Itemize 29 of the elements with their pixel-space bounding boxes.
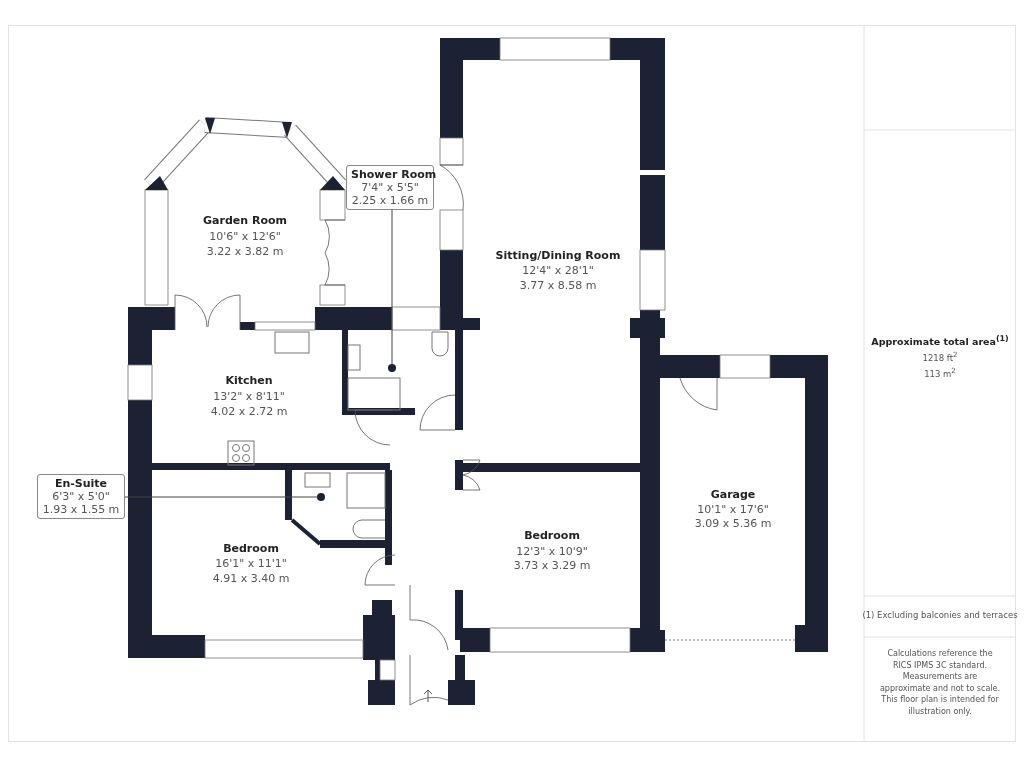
room-dimensions: 12'3" x 10'9" [516, 545, 588, 558]
leader-dot [388, 364, 396, 372]
room-name: Garage [710, 488, 756, 501]
room-dimensions: 3.09 x 5.36 m [694, 517, 772, 530]
room-name: Bedroom [524, 529, 580, 542]
room-name: Garden Room [203, 214, 287, 227]
room-dimensions: 4.91 x 3.40 m [212, 572, 290, 585]
leader-line [124, 496, 318, 498]
room-dimensions: 3.77 x 8.58 m [519, 279, 597, 292]
area-heading: Approximate total area$^{(1)}$ [871, 334, 1009, 348]
leader-line [391, 209, 393, 365]
room-dimensions: 16'1" x 11'1" [215, 557, 287, 570]
room-name: Bedroom [223, 542, 279, 555]
room-name: Sitting/Dining Room [495, 249, 621, 262]
footnote: (1) Excluding balconies and terraces [862, 610, 1018, 620]
area-value: 113 m$^{2}$ [924, 366, 956, 379]
leader-dot [317, 493, 325, 501]
disclaimer-note: Calculations reference the RICS IPMS 3C standard. Measurements are approximate and not to scale. This floor plan is intended for illustration only. [878, 648, 1001, 718]
room-name: Kitchen [225, 374, 273, 387]
room-dimensions: 10'6" x 12'6" [209, 230, 281, 243]
room-callout: Shower Room 7'4" x 5'5" 2.25 x 1.66 m [346, 165, 434, 210]
room-dimensions: 3.73 x 3.29 m [513, 559, 591, 572]
area-value: 1218 ft$^{2}$ [922, 350, 958, 363]
room-dimensions: 4.02 x 2.72 m [210, 405, 288, 418]
room-callout: En-Suite 6'3" x 5'0" 1.93 x 1.55 m [37, 474, 125, 519]
room-dimensions: 10'1" x 17'6" [697, 503, 769, 516]
room-dimensions: 12'4" x 28'1" [522, 264, 594, 277]
room-dimensions: 13'2" x 8'11" [213, 390, 285, 403]
room-dimensions: 3.22 x 3.82 m [206, 245, 284, 258]
